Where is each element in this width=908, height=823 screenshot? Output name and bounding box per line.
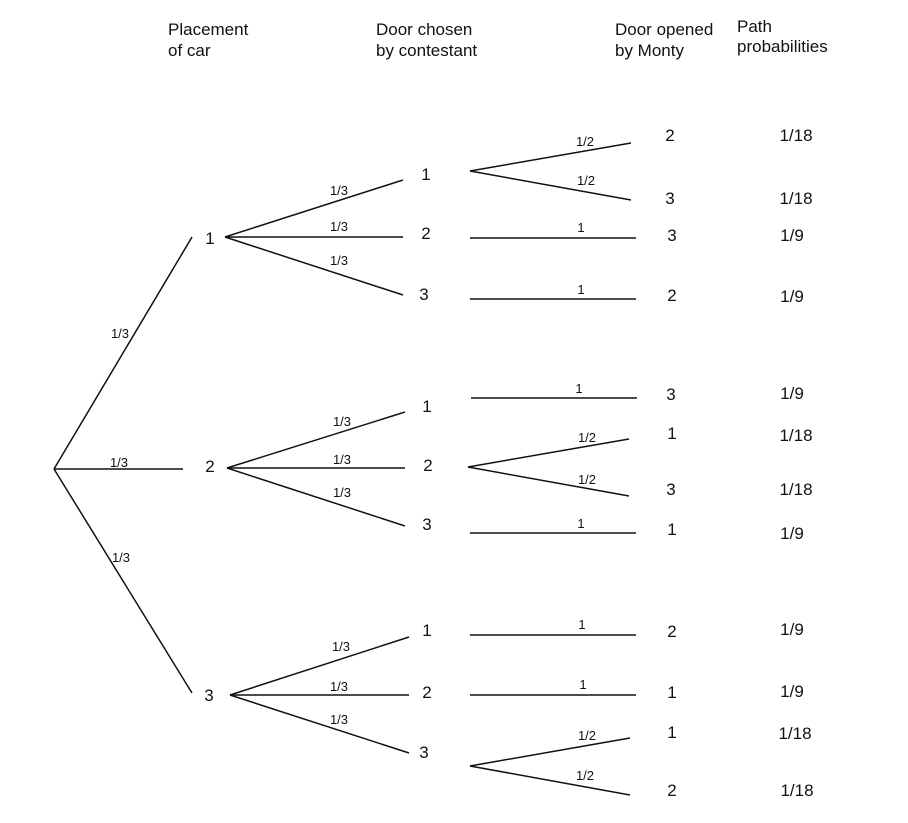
car1-chosen1-opened3-edge-label: 1/2 [577, 173, 595, 188]
car3-chosen1-edge [229, 636, 410, 696]
car3-chosen2-opened1-path-prob: 1/9 [780, 682, 804, 701]
car1-chosen1-opened3-path-prob: 1/18 [779, 189, 812, 208]
car1-chosen1-opened2-edge-label: 1/2 [576, 134, 594, 149]
car1-chosen3-edge [224, 236, 404, 296]
car2-chosen3-node: 3 [422, 515, 431, 534]
car2-chosen2-opened1-path-prob: 1/18 [779, 426, 812, 445]
car1-chosen1-opened3-edge [469, 170, 632, 201]
car1-chosen1-edge-label: 1/3 [330, 183, 348, 198]
car1-chosen2-node: 2 [421, 224, 430, 243]
car2-chosen3-opened1-edge-label: 1 [577, 516, 584, 531]
car1-chosen3-opened2-node: 2 [667, 286, 676, 305]
car1-chosen1-opened2-path-prob: 1/18 [779, 126, 812, 145]
car-node-1: 1 [205, 229, 214, 248]
car2-chosen2-opened3-edge-label: 1/2 [578, 472, 596, 487]
car3-chosen2-edge-label: 1/3 [330, 679, 348, 694]
car2-chosen2-opened3-path-prob: 1/18 [779, 480, 812, 499]
car3-chosen3-edge [229, 694, 410, 754]
car3-chosen1-node: 1 [422, 621, 431, 640]
car2-chosen2-edge-label: 1/3 [333, 452, 351, 467]
car3-chosen1-opened2-path-prob: 1/9 [780, 620, 804, 639]
car2-chosen3-opened1-path-prob: 1/9 [780, 524, 804, 543]
car1-chosen1-edge [224, 179, 404, 238]
root-edge-1 [53, 236, 193, 470]
header-prob-line1: Path [737, 17, 772, 36]
car2-chosen2-opened3-edge [467, 466, 630, 497]
car2-chosen3-opened1-node: 1 [667, 520, 676, 539]
car1-chosen3-edge-label: 1/3 [330, 253, 348, 268]
car2-chosen2-node: 2 [423, 456, 432, 475]
car1-chosen3-opened2-path-prob: 1/9 [780, 287, 804, 306]
car3-chosen3-opened1-edge [469, 737, 631, 767]
car3-chosen1-opened2-edge-label: 1 [578, 617, 585, 632]
car2-chosen2-opened3-node: 3 [666, 480, 675, 499]
car-node-3: 3 [204, 686, 213, 705]
car2-chosen1-opened3-path-prob: 1/9 [780, 384, 804, 403]
car2-chosen2-opened1-edge [467, 438, 630, 468]
header-chosen-line2: by contestant [376, 41, 477, 60]
car3-chosen3-opened1-node: 1 [667, 723, 676, 742]
header-opened-line1: Door opened [615, 20, 713, 39]
car2-chosen1-edge [226, 411, 406, 469]
car3-chosen3-opened1-path-prob: 1/18 [778, 724, 811, 743]
car2-chosen3-edge-label: 1/3 [333, 485, 351, 500]
header-chosen-line1: Door chosen [376, 20, 472, 39]
car3-chosen1-opened2-node: 2 [667, 622, 676, 641]
car1-chosen2-opened3-edge-label: 1 [577, 220, 584, 235]
car3-chosen3-opened2-edge-label: 1/2 [576, 768, 594, 783]
car2-chosen2-opened1-node: 1 [667, 424, 676, 443]
car1-chosen3-node: 3 [419, 285, 428, 304]
car3-chosen3-edge-label: 1/3 [330, 712, 348, 727]
car3-chosen2-opened1-node: 1 [667, 683, 676, 702]
root-edge-3 [53, 468, 193, 694]
car-node-2: 2 [205, 457, 214, 476]
column-headers: Placement of car Door chosen by contesta… [168, 17, 828, 60]
car1-chosen2-edge-label: 1/3 [330, 219, 348, 234]
car1-chosen1-node: 1 [421, 165, 430, 184]
tree-body: 1/3 1/3 1/3 1 1/3 1 1/2 2 1/18 1/2 3 1/18 1/3 2 1 3 1/9 1… [53, 126, 814, 800]
car3-chosen1-edge-label: 1/3 [332, 639, 350, 654]
car1-chosen1-opened2-node: 2 [665, 126, 674, 145]
car1-chosen1-opened2-edge [469, 142, 632, 172]
header-car-line1: Placement [168, 20, 249, 39]
car3-chosen3-opened2-path-prob: 1/18 [780, 781, 813, 800]
root-edge-label-1: 1/3 [111, 326, 129, 341]
car3-chosen3-opened1-edge-label: 1/2 [578, 728, 596, 743]
car1-chosen3-opened2-edge-label: 1 [577, 282, 584, 297]
car2-chosen1-opened3-node: 3 [666, 385, 675, 404]
car3-chosen2-opened1-edge-label: 1 [579, 677, 586, 692]
root-edge-label-3: 1/3 [112, 550, 130, 565]
car2-chosen2-opened1-edge-label: 1/2 [578, 430, 596, 445]
header-prob-line2: probabilities [737, 37, 828, 56]
car3-chosen3-opened2-edge [469, 765, 631, 796]
car3-chosen3-opened2-node: 2 [667, 781, 676, 800]
header-car-line2: of car [168, 41, 211, 60]
car2-chosen1-opened3-edge-label: 1 [575, 381, 582, 396]
car2-chosen3-edge [226, 467, 406, 527]
car3-chosen3-node: 3 [419, 743, 428, 762]
car1-chosen1-opened3-node: 3 [665, 189, 674, 208]
car2-chosen1-edge-label: 1/3 [333, 414, 351, 429]
car1-chosen2-opened3-path-prob: 1/9 [780, 226, 804, 245]
car2-chosen1-node: 1 [422, 397, 431, 416]
car1-chosen2-opened3-node: 3 [667, 226, 676, 245]
header-opened-line2: by Monty [615, 41, 684, 60]
car3-chosen2-node: 2 [422, 683, 431, 702]
root-edge-label-2: 1/3 [110, 455, 128, 470]
